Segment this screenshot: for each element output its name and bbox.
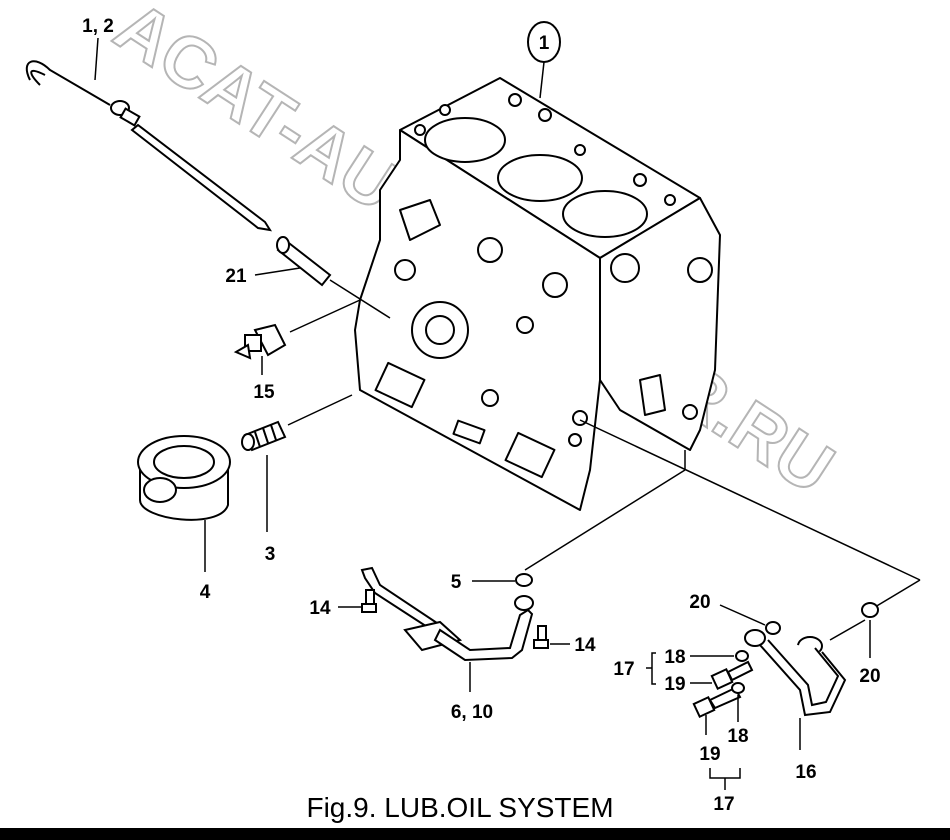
callout-19-upper: 19 xyxy=(664,674,685,695)
guide-line xyxy=(579,419,921,581)
callout-1-2: 1, 2 xyxy=(82,16,114,37)
callout-6-10: 6, 10 xyxy=(451,702,493,723)
callout-1: 1 xyxy=(527,21,561,99)
callout-21: 21 xyxy=(225,266,247,287)
cylinder-block xyxy=(354,77,721,511)
callout-16: 16 xyxy=(795,762,816,783)
pipe-21 xyxy=(276,236,332,287)
svg-text:1: 1 xyxy=(539,33,550,54)
callout-19-lower: 19 xyxy=(699,744,720,765)
bracket-17-upper xyxy=(646,652,656,685)
callout-3: 3 xyxy=(265,544,276,565)
bracket-17-lower xyxy=(709,768,741,790)
washer-18-lower xyxy=(731,682,745,694)
dipstick xyxy=(25,60,273,232)
callout-20-right: 20 xyxy=(859,666,880,687)
oil-filter xyxy=(137,435,231,521)
washer-20-right xyxy=(861,602,879,618)
stud-3 xyxy=(241,420,287,452)
bolt-19-upper xyxy=(710,660,754,691)
callout-17-lower: 17 xyxy=(713,794,734,815)
callout-17-upper: 17 xyxy=(613,659,634,680)
oil-pressure-switch xyxy=(233,323,287,360)
bolt-19-lower xyxy=(692,686,742,719)
callout-5: 5 xyxy=(451,572,462,593)
callout-14-left: 14 xyxy=(309,598,331,619)
callout-4: 4 xyxy=(200,582,211,603)
bolt-14-right xyxy=(533,625,549,649)
callout-18-upper: 18 xyxy=(664,647,685,668)
o-ring xyxy=(515,573,533,587)
callout-20-left: 20 xyxy=(689,592,710,613)
washer-18-upper xyxy=(735,650,749,662)
washer-20-left xyxy=(765,621,781,635)
bottom-border xyxy=(0,828,950,840)
callout-18-lower: 18 xyxy=(727,726,748,747)
bolt-14-left xyxy=(361,589,377,613)
oil-strainer xyxy=(360,566,534,662)
callout-15: 15 xyxy=(253,382,275,403)
figure-caption: Fig.9. LUB.OIL SYSTEM xyxy=(306,792,613,823)
callout-14-right: 14 xyxy=(574,635,596,656)
oil-pipe-16 xyxy=(744,629,847,717)
